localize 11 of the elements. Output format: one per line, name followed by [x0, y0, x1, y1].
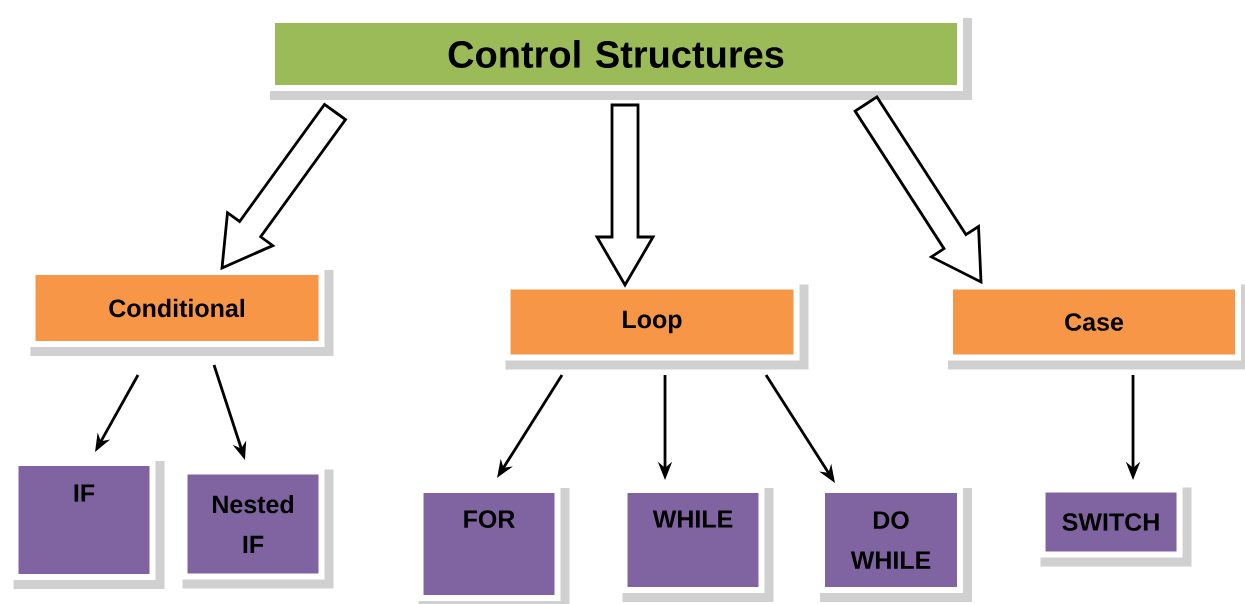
item-box: WHILE — [621, 487, 774, 602]
item-box: SWITCH — [1039, 486, 1192, 567]
category-box: Case — [947, 283, 1245, 370]
title-box: Control Structures — [269, 17, 972, 100]
item-box: IF — [12, 460, 165, 589]
category-box: Loop — [504, 283, 809, 370]
category-box: Conditional — [29, 269, 334, 356]
item-box: DO WHILE — [819, 487, 972, 602]
item-box: FOR — [417, 487, 570, 604]
block-arrow — [594, 103, 656, 288]
item-box: Nested IF — [181, 468, 334, 589]
